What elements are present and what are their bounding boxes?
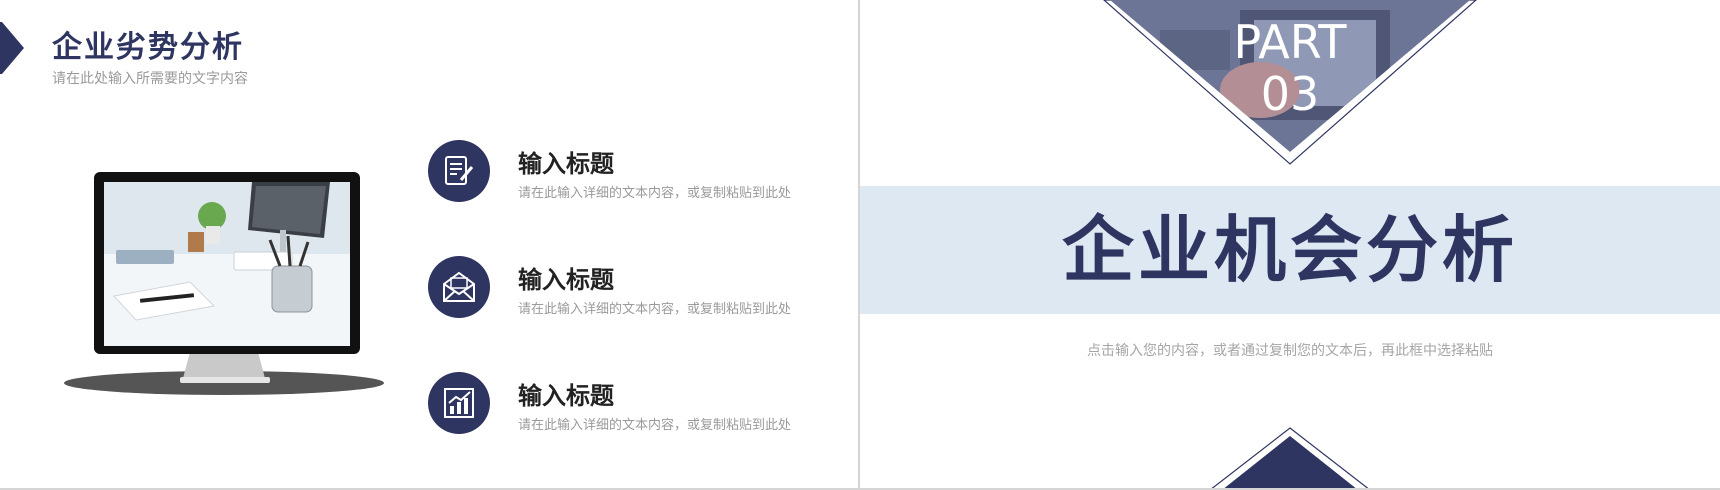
section-title: 企业机会分析 — [1061, 208, 1518, 292]
page-title: 企业劣势分析 — [52, 30, 244, 65]
list-item: 输入标题 请在此输入详细的文本内容，或复制粘贴到此处 — [428, 140, 828, 210]
list-item: 输入标题 请在此输入详细的文本内容，或复制粘贴到此处 — [428, 372, 828, 442]
slide-right: PART 03 企业机会分析 点击输入您的内容，或者通过复制您的文本后，再此框中… — [860, 0, 1720, 490]
part-number: 03 — [1260, 67, 1320, 121]
title-band — [860, 186, 1720, 314]
slide-left: 企业劣势分析 请在此处输入所需要的文字内容 — [0, 0, 858, 490]
part-diamond-photo — [1103, 0, 1477, 490]
bottom-border — [0, 488, 1720, 490]
item-description: 请在此输入详细的文本内容，或复制粘贴到此处 — [518, 186, 792, 201]
part-label: PART 03 — [1200, 16, 1380, 120]
document-edit-icon — [428, 140, 490, 202]
bar-chart-icon — [428, 372, 490, 434]
item-description: 请在此输入详细的文本内容，或复制粘贴到此处 — [518, 302, 792, 317]
hint-text: 点击输入您的内容，或者通过复制您的文本后，再此框中选择粘贴 — [1087, 343, 1493, 359]
page-subtitle: 请在此处输入所需要的文字内容 — [52, 71, 248, 87]
corner-arrow-icon — [0, 22, 24, 74]
item-title: 输入标题 — [518, 150, 614, 178]
part-word: PART — [1233, 15, 1347, 69]
item-title: 输入标题 — [518, 382, 614, 410]
envelope-icon — [428, 256, 490, 318]
slide-divider — [858, 0, 860, 490]
item-description: 请在此输入详细的文本内容，或复制粘贴到此处 — [518, 418, 792, 433]
list-item: 输入标题 请在此输入详细的文本内容，或复制粘贴到此处 — [428, 256, 828, 326]
monitor-photo — [64, 172, 384, 395]
item-title: 输入标题 — [518, 266, 614, 294]
